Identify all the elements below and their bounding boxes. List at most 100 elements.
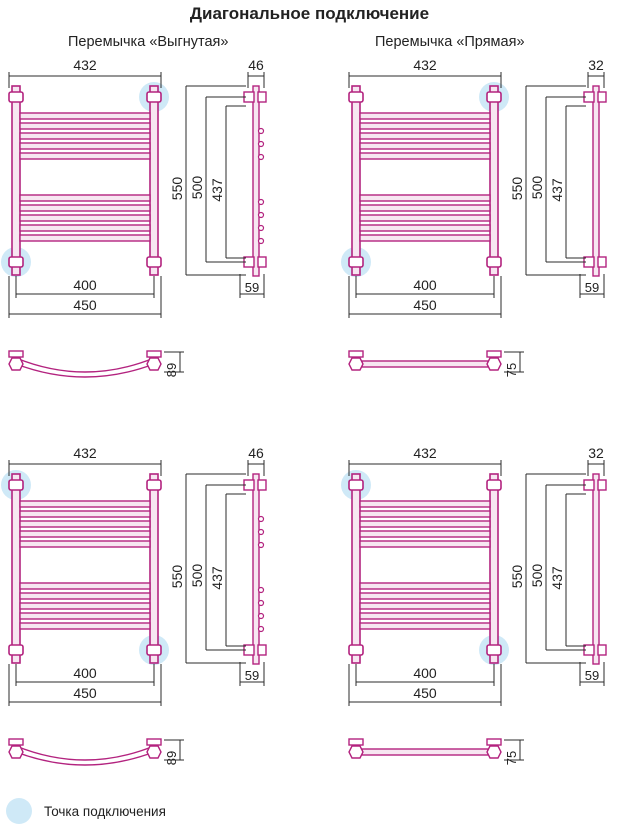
dimension-label: 437: [209, 566, 225, 590]
dimension-label: 46: [248, 57, 264, 73]
rung: [19, 122, 151, 130]
dimension-label: 59: [245, 280, 259, 295]
dimension-label: 450: [73, 685, 97, 701]
fitting: [486, 644, 502, 656]
side-view-rung: [257, 599, 265, 607]
left-riser: [351, 85, 361, 276]
fitting: [348, 644, 364, 656]
plan-fitting: [486, 350, 502, 358]
plan-fitting: [486, 738, 502, 746]
fitting: [348, 91, 364, 103]
plan-fitting: [8, 350, 24, 358]
side-view-rung: [257, 153, 265, 161]
side-view-fitting: [257, 479, 267, 491]
side-view-riser: [592, 85, 600, 277]
rung: [19, 224, 151, 232]
fitting: [348, 256, 364, 268]
dimension-label: 400: [73, 665, 97, 681]
side-view-rung: [257, 127, 265, 135]
fitting: [486, 91, 502, 103]
side-view-rung: [257, 612, 265, 620]
dimension-label: 550: [509, 565, 525, 589]
right-riser: [489, 473, 499, 664]
side-view-riser: [252, 473, 260, 665]
rung: [19, 540, 151, 548]
dimension-label: 400: [73, 277, 97, 293]
dimension-label: 437: [549, 178, 565, 202]
dimension-label: 32: [588, 57, 604, 73]
plan-nut: [348, 357, 364, 371]
rung: [359, 122, 491, 130]
dimension-label: 75: [504, 751, 519, 765]
dimension-label: 437: [549, 566, 565, 590]
side-view-fitting: [597, 479, 607, 491]
dimension-label: 32: [588, 445, 604, 461]
plan-nut: [486, 357, 502, 371]
rung: [359, 142, 491, 150]
fitting: [8, 644, 24, 656]
plan-nut: [146, 357, 162, 371]
fitting: [8, 256, 24, 268]
left-riser: [351, 473, 361, 664]
side-view-riser: [592, 473, 600, 665]
dimension-label: 59: [585, 668, 599, 683]
plan-fitting: [348, 738, 364, 746]
left-riser: [11, 473, 21, 664]
dimension-label: 400: [413, 665, 437, 681]
plan-nut: [8, 357, 24, 371]
rung: [359, 592, 491, 600]
rung: [359, 152, 491, 160]
rung: [359, 622, 491, 630]
dimension-label: 450: [413, 297, 437, 313]
plan-fitting: [146, 350, 162, 358]
rung: [19, 152, 151, 160]
rung: [19, 622, 151, 630]
dimension-label: 46: [248, 445, 264, 461]
curved-bridge: [15, 357, 155, 373]
side-view-rung: [257, 528, 265, 536]
plan-nut: [486, 745, 502, 759]
side-view-fitting: [597, 91, 607, 103]
fitting: [146, 256, 162, 268]
legend-label: Точка подключения: [44, 803, 166, 819]
rung: [359, 112, 491, 120]
fitting: [486, 256, 502, 268]
dimension-label: 450: [413, 685, 437, 701]
rung: [359, 224, 491, 232]
rung: [19, 602, 151, 610]
dimension-label: 550: [169, 565, 185, 589]
rung: [19, 520, 151, 528]
rung: [359, 510, 491, 518]
dimension-label: 59: [585, 280, 599, 295]
side-view-rung: [257, 625, 265, 633]
dimension-label: 432: [73, 445, 97, 461]
left-riser: [11, 85, 21, 276]
side-view-rung: [257, 211, 265, 219]
rung: [19, 500, 151, 508]
dimension-label: 550: [169, 177, 185, 201]
dimension-label: 432: [73, 57, 97, 73]
dimension-label: 500: [189, 176, 205, 200]
rung: [359, 582, 491, 590]
curved-bridge: [15, 745, 155, 761]
fitting: [146, 91, 162, 103]
fitting: [348, 479, 364, 491]
curved-bridge: [15, 751, 155, 766]
dimension-label: 89: [164, 751, 179, 765]
rung: [359, 234, 491, 242]
fitting: [8, 479, 24, 491]
dimension-label: 89: [164, 363, 179, 377]
side-view-rung: [257, 237, 265, 245]
dimension-label: 432: [413, 445, 437, 461]
side-view-rung: [257, 198, 265, 206]
dimension-label: 500: [529, 176, 545, 200]
side-view-rung: [257, 541, 265, 549]
plan-fitting: [348, 350, 364, 358]
rung: [19, 612, 151, 620]
side-view-fitting: [597, 256, 607, 268]
dimension-label: 550: [509, 177, 525, 201]
